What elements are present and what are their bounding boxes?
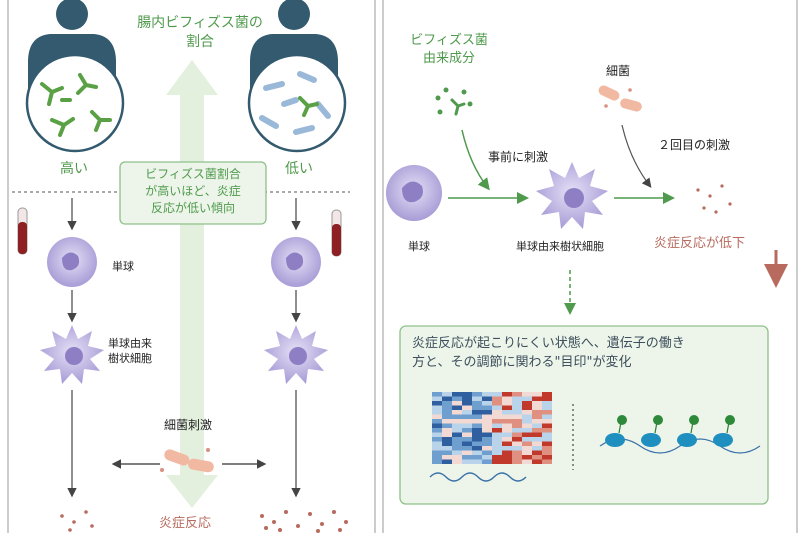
epigenetic-marks-icon [599, 415, 761, 454]
gene-heatmap [432, 392, 552, 464]
left-inflammation-label: 炎症反応 [159, 516, 212, 531]
monocyte-right-icon [271, 237, 321, 287]
low-label: 低い [285, 161, 313, 177]
blood-tube-left-icon [17, 207, 28, 255]
pre-stim-label: 事前に刺激 [488, 150, 549, 164]
ratio-gradient-arrow [166, 60, 218, 508]
left-title: 腸内ビフィズス菌の 割合 [137, 15, 263, 50]
cytokines-right-panel [696, 184, 732, 214]
cytokines-left [60, 510, 94, 532]
left-monocyte-label: 単球 [112, 260, 134, 273]
bacteria-stim-icon [160, 448, 214, 473]
person-low-icon [247, 0, 347, 153]
person-high-icon [25, 0, 125, 153]
bifido-component-label: ビフィズス菌 由来成分 [410, 33, 488, 66]
dendritic-right-icon [264, 325, 328, 384]
dendritic-left-icon [40, 325, 104, 384]
dendritic-right-panel-icon [536, 162, 608, 229]
monocyte-right-panel-icon [386, 165, 442, 221]
callout-text: ビフィズス菌割合 が高いほど、炎症 反応が低い傾向 [145, 167, 241, 215]
high-label: 高い [60, 161, 88, 177]
second-stim-label: ２回目の刺激 [658, 138, 731, 152]
bacterial-stim-label: 細菌刺激 [164, 418, 213, 432]
dna-strand-icon [429, 472, 527, 482]
monocyte-left-icon [47, 237, 97, 287]
left-dendritic-label: 単球由来 樹状細胞 [108, 337, 152, 365]
right-dendritic-label: 単球由来樹状細胞 [516, 240, 604, 253]
inflammation-down-label: 炎症反応が低下 [654, 236, 746, 251]
blood-tube-right-icon [331, 209, 342, 257]
bacteria-right-icon [598, 85, 642, 112]
callout-box [119, 161, 267, 225]
bifido-component-icon [435, 87, 473, 116]
right-monocyte-label: 単球 [408, 240, 430, 253]
bacteria-label: 細菌 [606, 64, 631, 78]
cytokines-right [260, 510, 348, 533]
result-box-text: 炎症反応が起こりにくい状態へ、遺伝子の働き 方と、その調節に関わる"目印"が変化 [412, 336, 685, 370]
